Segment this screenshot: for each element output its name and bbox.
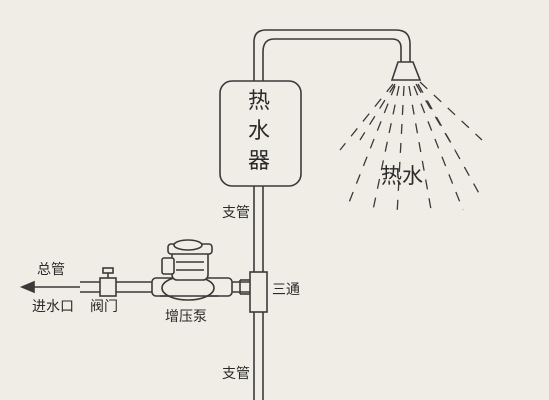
water-heater-box [219,80,302,187]
valve-icon [99,267,117,297]
branch-pipe-label-upper: 支管 [222,205,250,221]
valve-label: 阀门 [90,299,118,315]
hot-water-label: 热水 [381,164,423,188]
water-spray [339,81,483,216]
water-inlet-label: 进水口 [32,299,74,315]
tee-fitting [239,271,268,313]
tee-label: 三通 [272,282,300,298]
heater-label-char-2: 水 [247,119,270,144]
branch-pipe-label-lower: 支管 [222,366,250,382]
shower-head-icon [390,61,422,81]
booster-pump-label: 增压泵 [165,309,207,325]
booster-pump-icon [151,239,233,301]
shower-arm-pipe [253,29,411,62]
main-pipe-label: 总管 [37,262,65,278]
heater-label-char-1: 热 [247,89,270,114]
inlet-arrow [19,280,80,294]
heater-label-char-3: 器 [247,149,270,174]
